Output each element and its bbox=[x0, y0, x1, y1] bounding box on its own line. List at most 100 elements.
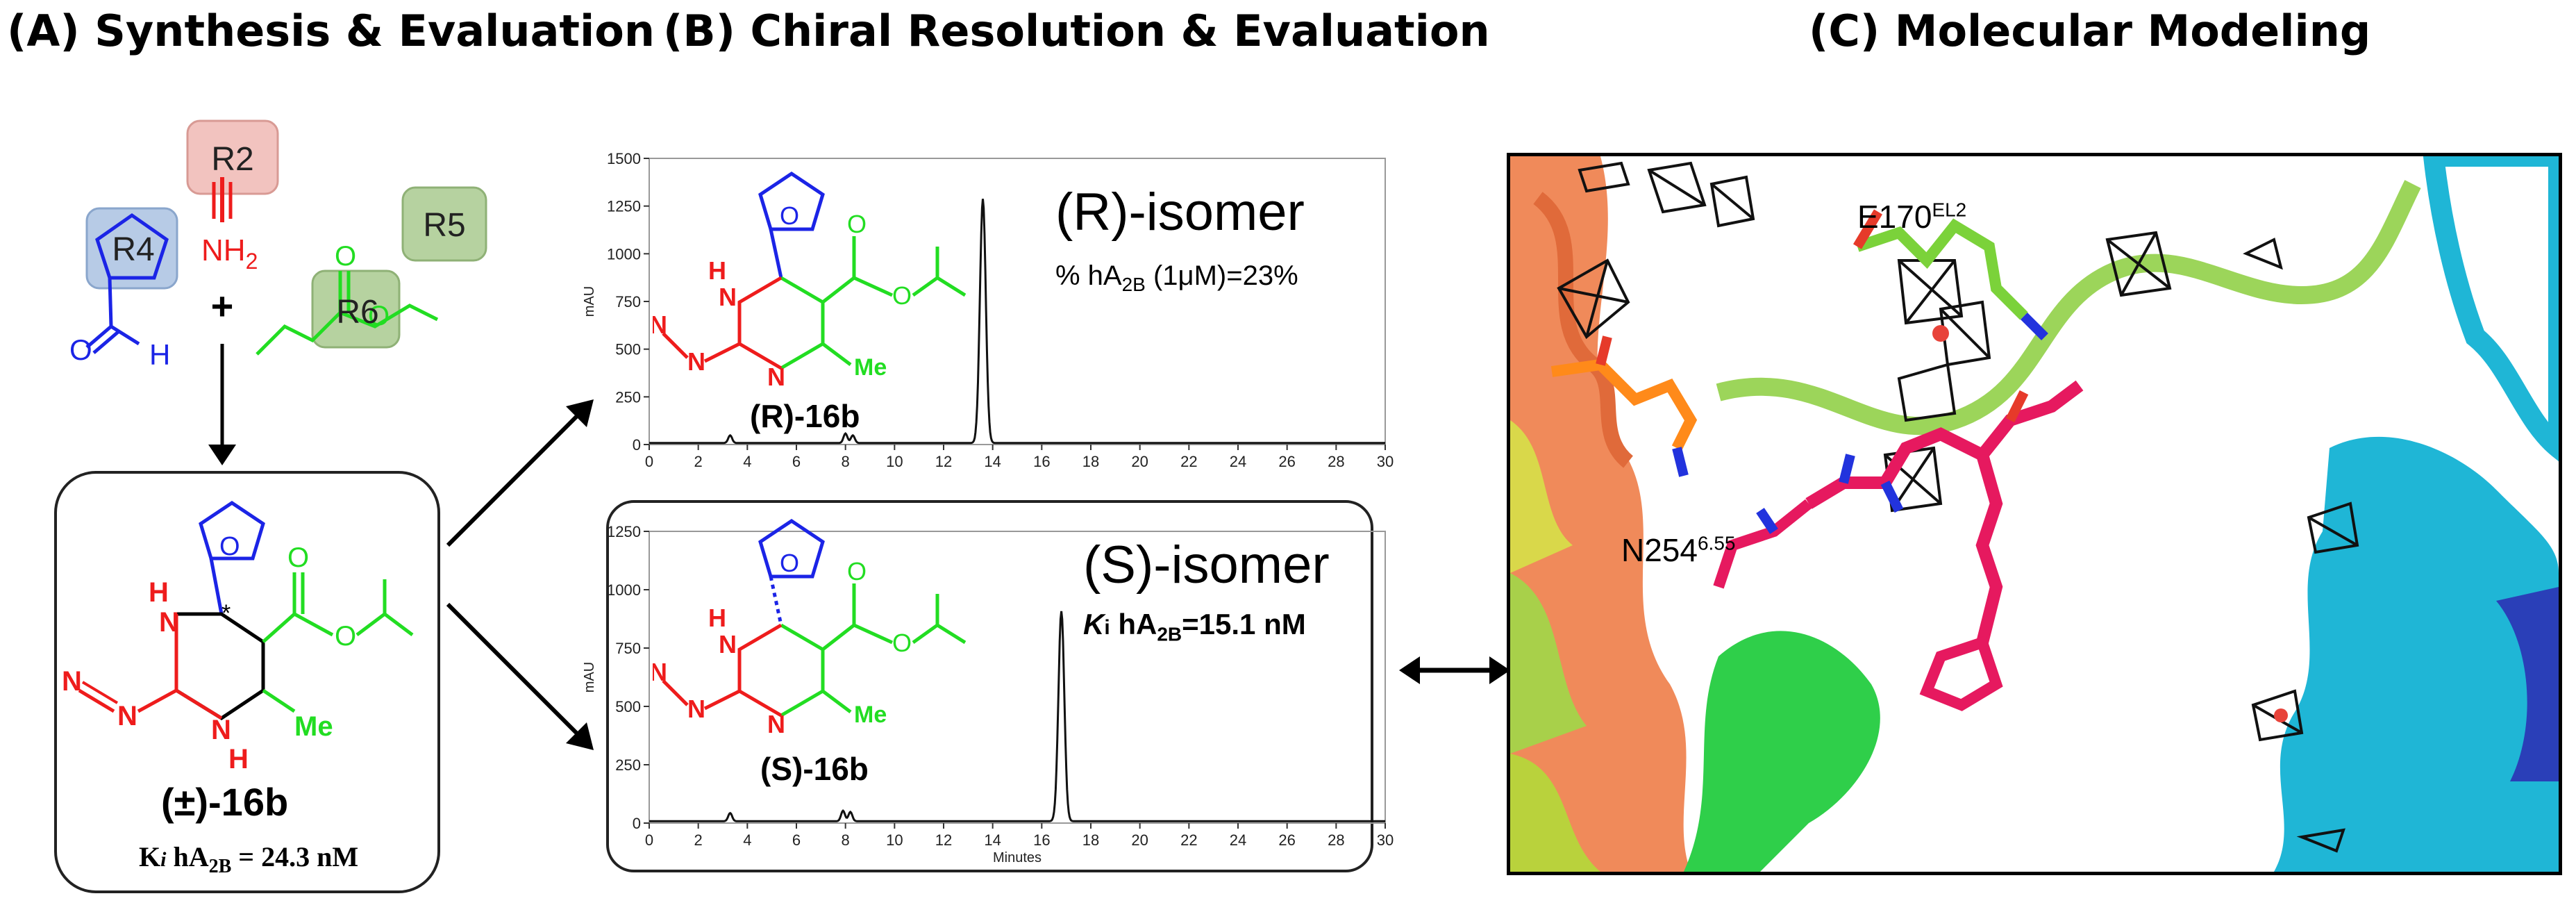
racemate-label: (±)-16b bbox=[161, 780, 289, 824]
y-tick-label: 0 bbox=[633, 436, 641, 454]
x-tick-label: 14 bbox=[984, 453, 1001, 470]
s-n-exo: N bbox=[687, 695, 705, 723]
y-tick-label: 1250 bbox=[607, 198, 641, 215]
s-isomer-compound-label: (S)-16b bbox=[760, 751, 869, 787]
x-axis-label: Minutes bbox=[993, 850, 1042, 865]
x-tick-label: 22 bbox=[1180, 831, 1197, 849]
r2-label: R2 bbox=[211, 141, 253, 178]
x-tick-label: 8 bbox=[842, 831, 850, 849]
r4-label: R4 bbox=[112, 231, 154, 268]
r-me: Me bbox=[854, 354, 887, 381]
n3-label: N bbox=[211, 715, 231, 745]
panel-a-reagents: R2 NH2 R4 O H + O O R5 R6 bbox=[69, 119, 487, 465]
x-tick-label: 24 bbox=[1230, 831, 1246, 849]
ester-o-label-a: O bbox=[335, 621, 356, 652]
x-tick-label: 18 bbox=[1082, 453, 1099, 470]
x-tick-label: 12 bbox=[935, 453, 952, 470]
y-tick-label: 1000 bbox=[607, 581, 641, 599]
x-tick-label: 2 bbox=[694, 831, 703, 849]
racemate-box: O * N H N H N N O O Me (±)-16b Ki hA2B =… bbox=[54, 471, 440, 893]
n1-label: N bbox=[159, 607, 179, 638]
carbonyl-o-label: O bbox=[287, 542, 309, 573]
svg-text:*: * bbox=[221, 600, 231, 627]
nh2-label: NH2 bbox=[201, 233, 258, 274]
y-tick-label: 1000 bbox=[607, 245, 641, 263]
s-n3: N bbox=[767, 710, 785, 738]
s-carbonyl-o: O bbox=[847, 557, 867, 586]
r-isomer-compound-label: (R)-16b bbox=[750, 398, 860, 434]
x-tick-label: 16 bbox=[1033, 453, 1050, 470]
x-tick-label: 14 bbox=[984, 831, 1001, 849]
r-h1: H bbox=[708, 256, 726, 285]
x-tick-label: 18 bbox=[1082, 831, 1099, 849]
r6-label: R6 bbox=[336, 294, 378, 331]
ester-o2-label: O bbox=[368, 301, 390, 331]
r-isomer-activity: % hA2B (1μM)=23% bbox=[1055, 260, 1298, 295]
x-tick-label: 20 bbox=[1131, 831, 1148, 849]
residue-n254-label: N2546.55 bbox=[1621, 532, 1736, 568]
r6-box bbox=[311, 270, 401, 349]
x-tick-label: 6 bbox=[792, 453, 801, 470]
h3-label: H bbox=[228, 744, 249, 774]
x-tick-label: 28 bbox=[1328, 831, 1344, 849]
s-isomer-structure: O N H N N N O O Me bbox=[653, 518, 967, 738]
r-n-exo: N bbox=[687, 347, 705, 376]
x-tick-label: 16 bbox=[1033, 831, 1050, 849]
r-n1: N bbox=[719, 283, 737, 311]
r-isomer-title: (R)-isomer bbox=[1055, 183, 1305, 242]
r-carbonyl-o: O bbox=[847, 210, 867, 238]
furan-o-label: O bbox=[219, 532, 240, 561]
chromatogram-trace bbox=[649, 611, 1385, 822]
r4-box bbox=[85, 207, 178, 290]
x-tick-label: 30 bbox=[1377, 831, 1394, 849]
r-ester-o: O bbox=[892, 281, 912, 310]
s-n-cyano: N bbox=[653, 658, 667, 686]
aldehyde-o-label: O bbox=[69, 333, 92, 366]
ester-o-label: O bbox=[335, 241, 356, 272]
y-axis-label: mAU bbox=[582, 662, 597, 693]
r5-box bbox=[401, 186, 487, 262]
plot-frame bbox=[649, 531, 1386, 824]
y-tick-label: 250 bbox=[615, 388, 641, 406]
x-tick-label: 26 bbox=[1278, 831, 1295, 849]
panel-a-title: (A) Synthesis & Evaluation bbox=[7, 6, 655, 56]
x-tick-label: 26 bbox=[1278, 453, 1295, 470]
y-tick-label: 500 bbox=[615, 698, 641, 715]
panel-b-title: (B) Chiral Resolution & Evaluation bbox=[663, 6, 1490, 56]
n-cyano-label: N bbox=[62, 666, 82, 697]
r-n-cyano: N bbox=[653, 310, 667, 339]
y-tick-label: 1500 bbox=[607, 150, 641, 167]
x-tick-label: 22 bbox=[1180, 453, 1197, 470]
y-tick-label: 750 bbox=[615, 293, 641, 310]
x-tick-label: 6 bbox=[792, 831, 801, 849]
x-tick-label: 8 bbox=[842, 453, 850, 470]
x-tick-label: 0 bbox=[645, 453, 653, 470]
racemate-structure: O * N H N H N N O O Me bbox=[62, 500, 414, 774]
x-tick-label: 28 bbox=[1328, 453, 1344, 470]
x-tick-label: 4 bbox=[743, 831, 751, 849]
y-tick-label: 0 bbox=[633, 815, 641, 832]
r-isomer-structure: O N H N N N O O Me bbox=[653, 171, 967, 391]
s-n1: N bbox=[719, 630, 737, 658]
h1-label: H bbox=[149, 577, 169, 608]
s-furan-o: O bbox=[780, 549, 799, 577]
aldehyde-h-label: H bbox=[149, 338, 170, 371]
plus-sign: + bbox=[211, 284, 234, 328]
n-exo-label: N bbox=[117, 701, 137, 731]
x-tick-label: 24 bbox=[1230, 453, 1246, 470]
y-tick-label: 1250 bbox=[607, 523, 641, 540]
s-isomer-box bbox=[606, 500, 1373, 872]
x-tick-label: 4 bbox=[743, 453, 751, 470]
r-furan-o: O bbox=[780, 201, 799, 230]
x-tick-label: 30 bbox=[1377, 453, 1394, 470]
s-me: Me bbox=[854, 702, 887, 728]
s-h1: H bbox=[708, 604, 726, 632]
x-tick-label: 2 bbox=[694, 453, 703, 470]
y-axis-label: mAU bbox=[582, 286, 597, 317]
r-n3: N bbox=[767, 363, 785, 391]
protein-render bbox=[1510, 156, 2559, 872]
resolution-arrows bbox=[446, 399, 594, 750]
s-isomer-ki: Ki hA2B=15.1 nM bbox=[1083, 608, 1306, 645]
